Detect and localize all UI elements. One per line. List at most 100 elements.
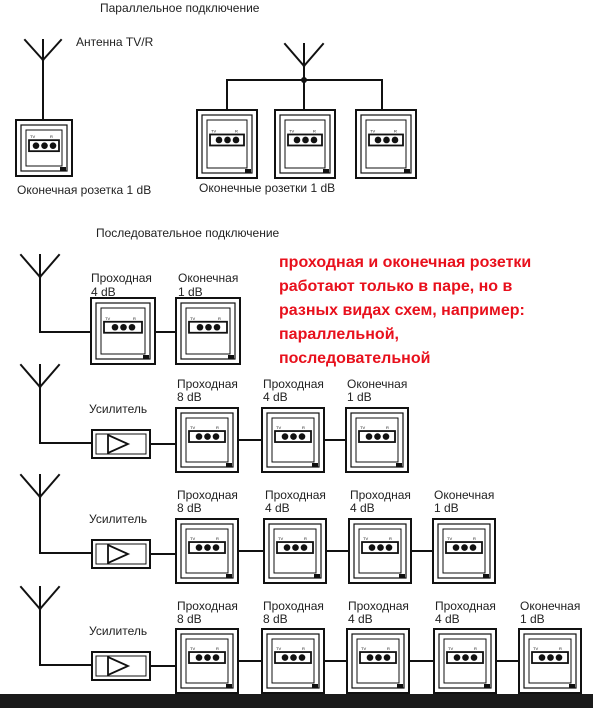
socket-loss-label: 4 dB (350, 501, 375, 515)
svg-text:R: R (302, 425, 305, 430)
tv-socket-icon: TV R (175, 628, 239, 694)
bottom-bar (0, 694, 593, 708)
socket-loss-label: 4 dB (348, 612, 373, 626)
svg-text:R: R (133, 316, 136, 321)
amplifier-icon (91, 539, 151, 569)
svg-text:TV: TV (190, 646, 195, 651)
socket-caption: Оконечные розетки 1 dB (199, 181, 335, 195)
svg-text:R: R (386, 425, 389, 430)
svg-text:R: R (474, 646, 477, 651)
amplifier-icon (91, 651, 151, 681)
svg-text:TV: TV (276, 646, 281, 651)
socket-type-label: Оконечная (434, 488, 494, 502)
socket-type-label: Проходная (263, 599, 324, 613)
wire (38, 363, 61, 389)
wire (283, 42, 306, 68)
wire (38, 473, 61, 499)
svg-text:R: R (235, 128, 238, 133)
svg-text:R: R (394, 128, 397, 133)
amplifier-label: Усилитель (89, 624, 147, 638)
svg-text:R: R (216, 646, 219, 651)
antenna-label: Антенна TV/R (76, 35, 154, 49)
amplifier-label: Усилитель (89, 402, 147, 416)
wire (38, 253, 61, 279)
wire (23, 38, 45, 62)
antenna-icon (283, 42, 325, 81)
socket-loss-label: 8 dB (177, 501, 202, 515)
socket-type-label: Проходная (91, 271, 152, 285)
socket-caption: Оконечная розетка 1 dB (17, 183, 151, 197)
svg-text:TV: TV (105, 316, 110, 321)
svg-text:TV: TV (361, 646, 366, 651)
wire (38, 585, 61, 611)
socket-loss-label: 1 dB (178, 285, 203, 299)
svg-text:R: R (387, 646, 390, 651)
svg-text:R: R (389, 536, 392, 541)
note-text: последовательной (279, 350, 430, 367)
svg-text:R: R (559, 646, 562, 651)
socket-type-label: Оконечная (178, 271, 238, 285)
section-title: Последовательное подключение (96, 226, 280, 240)
socket-loss-label: 1 dB (520, 612, 545, 626)
wire (19, 473, 42, 499)
svg-text:TV: TV (533, 646, 538, 651)
socket-loss-label: 4 dB (435, 612, 460, 626)
svg-text:TV: TV (190, 316, 195, 321)
svg-text:R: R (216, 536, 219, 541)
svg-text:TV: TV (448, 646, 453, 651)
tv-socket-icon: TV R (345, 407, 409, 473)
note-text: параллельной, (279, 326, 399, 343)
svg-text:TV: TV (360, 425, 365, 430)
svg-text:TV: TV (370, 128, 375, 133)
amplifier-icon (91, 429, 151, 459)
socket-type-label: Оконечная (520, 599, 580, 613)
socket-type-label: Проходная (265, 488, 326, 502)
tv-socket-icon: TV R (15, 119, 73, 177)
tv-socket-icon: TV R (355, 109, 417, 179)
wire (19, 363, 42, 389)
socket-loss-label: 4 dB (263, 390, 288, 404)
svg-text:TV: TV (447, 536, 452, 541)
tv-socket-icon: TV R (348, 518, 412, 584)
socket-type-label: Проходная (177, 488, 238, 502)
socket-loss-label: 4 dB (265, 501, 290, 515)
tv-socket-icon: TV R (175, 297, 241, 365)
antenna-icon (23, 38, 63, 121)
amplifier-label: Усилитель (89, 512, 147, 526)
tv-socket-icon: TV R (346, 628, 410, 694)
svg-text:R: R (313, 128, 316, 133)
socket-type-label: Проходная (263, 377, 324, 391)
note-text: разных видах схем, например: (279, 302, 525, 319)
socket-type-label: Проходная (177, 599, 238, 613)
section-title: Параллельное подключение (100, 1, 260, 15)
socket-type-label: Оконечная (347, 377, 407, 391)
socket-type-label: Проходная (435, 599, 496, 613)
svg-text:R: R (473, 536, 476, 541)
socket-loss-label: 1 dB (434, 501, 459, 515)
socket-type-label: Проходная (348, 599, 409, 613)
svg-text:TV: TV (276, 425, 281, 430)
svg-text:R: R (216, 425, 219, 430)
svg-text:R: R (50, 134, 53, 139)
wire (302, 42, 325, 68)
antenna-icon (19, 473, 61, 554)
antenna-icon (19, 253, 61, 333)
svg-text:TV: TV (30, 134, 35, 139)
socket-loss-label: 8 dB (177, 390, 202, 404)
note-text: проходная и оконечная розетки (279, 254, 531, 271)
socket-type-label: Проходная (350, 488, 411, 502)
socket-loss-label: 1 dB (347, 390, 372, 404)
socket-loss-label: 4 dB (91, 285, 116, 299)
tv-socket-icon: TV R (90, 297, 156, 365)
socket-type-label: Проходная (177, 377, 238, 391)
antenna-icon (19, 585, 61, 666)
svg-text:TV: TV (363, 536, 368, 541)
tv-socket-icon: TV R (518, 628, 582, 694)
svg-text:R: R (218, 316, 221, 321)
